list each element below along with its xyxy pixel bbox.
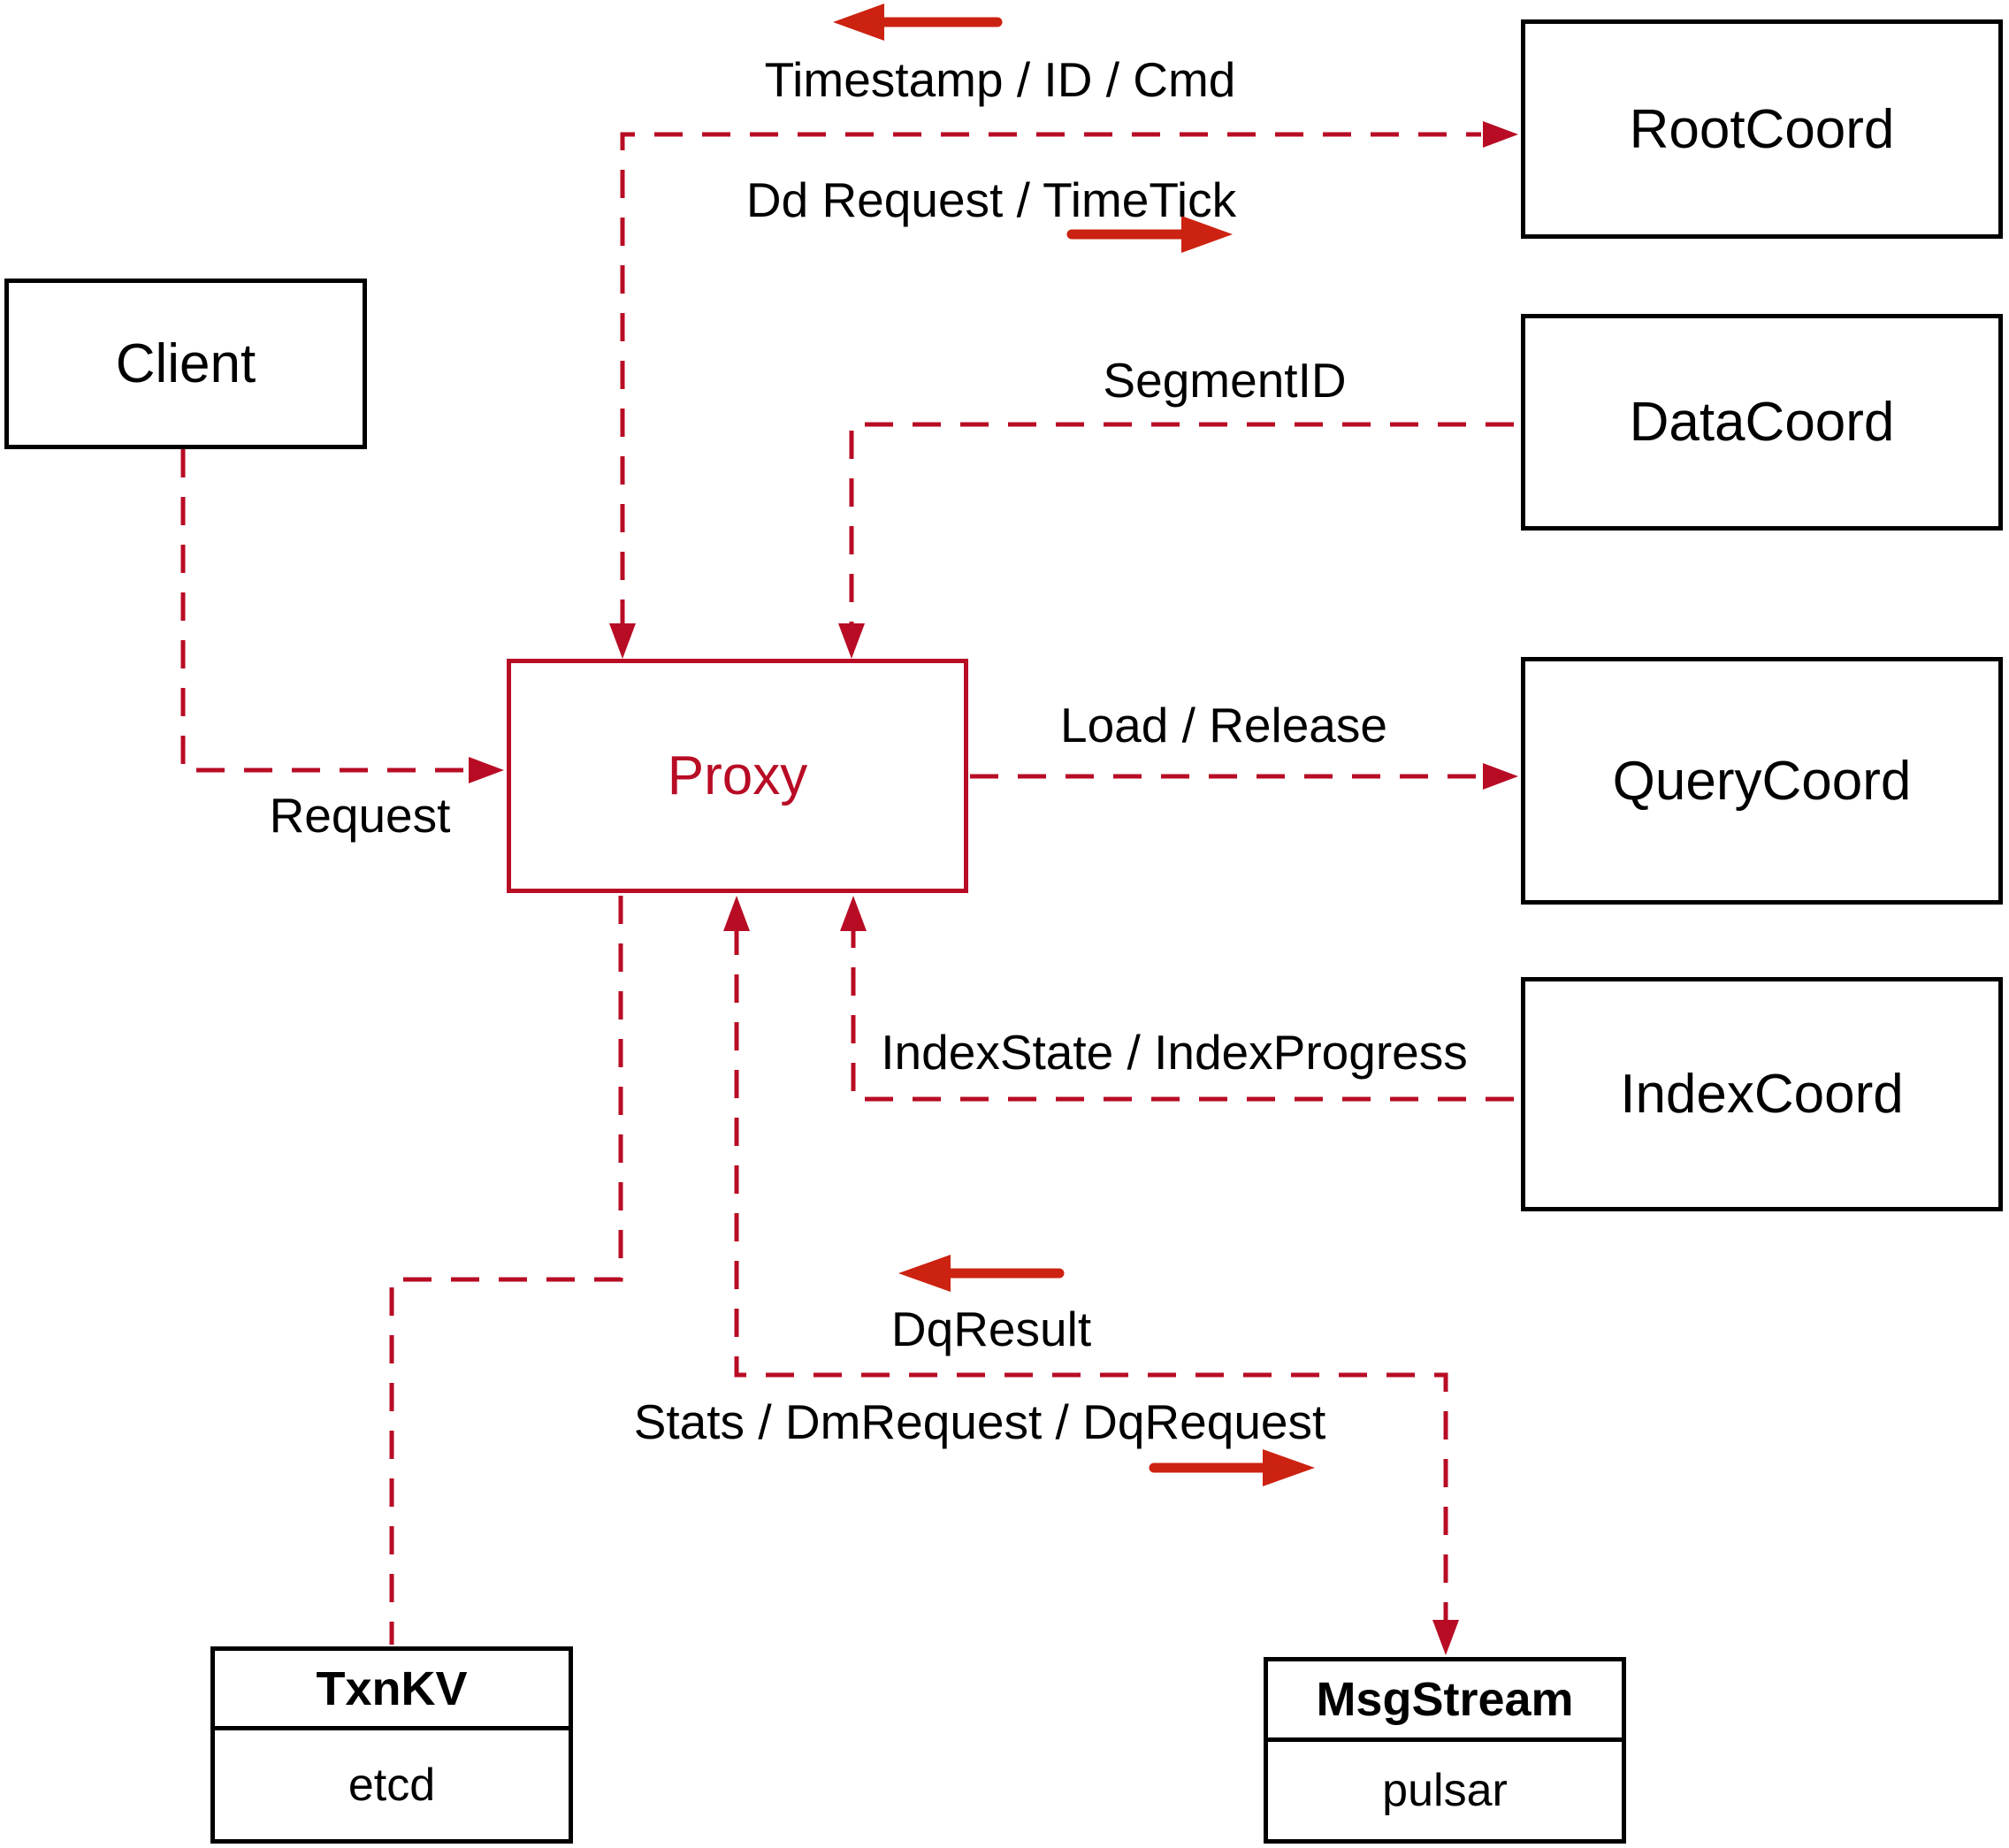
node-querycoord-label: QueryCoord — [1612, 750, 1912, 812]
arrowhead-into-proxy-top-left — [609, 623, 636, 659]
node-datacoord: DataCoord — [1521, 314, 2003, 531]
arrowhead-into-rootcoord — [1483, 121, 1518, 148]
edge-indexcoord-proxy-indexstate — [851, 927, 1514, 1102]
node-txnkv-title: TxnKV — [215, 1651, 569, 1730]
edge-client-proxy-request — [180, 449, 473, 773]
arrowhead-into-proxy-left — [469, 757, 504, 783]
node-indexcoord: IndexCoord — [1521, 977, 2003, 1211]
edge-label-dd-request-timetick: Dd Request / TimeTick — [745, 172, 1237, 227]
direction-arrow-left-timestamp — [833, 4, 1003, 41]
edge-datacoord-proxy-segmentid — [849, 422, 1514, 628]
node-txnkv-impl: etcd — [348, 1759, 436, 1811]
direction-arrow-right-ddrequest — [1066, 216, 1233, 253]
node-client-label: Client — [115, 333, 256, 394]
node-querycoord: QueryCoord — [1521, 657, 2003, 905]
arrowhead-into-proxy-top-right — [838, 623, 865, 659]
edge-label-load-release: Load / Release — [1060, 698, 1387, 752]
node-datacoord-label: DataCoord — [1629, 392, 1895, 453]
direction-arrow-left-dqresult — [898, 1255, 1065, 1292]
arrowhead-into-proxy-bottom-mid — [723, 896, 750, 931]
node-rootcoord: RootCoord — [1521, 19, 2003, 239]
edge-proxy-txnkv — [389, 896, 623, 1645]
node-client: Client — [4, 279, 367, 449]
node-msgstream: MsgStream pulsar — [1264, 1657, 1626, 1844]
node-indexcoord-label: IndexCoord — [1620, 1064, 1904, 1125]
node-proxy-label: Proxy — [667, 745, 808, 806]
node-proxy: Proxy — [507, 659, 968, 893]
direction-arrow-right-stats — [1149, 1449, 1315, 1486]
arrowhead-into-querycoord — [1483, 763, 1518, 790]
edge-label-segment-id: SegmentID — [1103, 353, 1347, 408]
edge-label-request: Request — [269, 788, 451, 843]
arrowhead-into-proxy-bottom-right — [840, 896, 867, 931]
edge-proxy-rootcoord — [620, 132, 1481, 628]
node-rootcoord-label: RootCoord — [1629, 98, 1895, 160]
node-msgstream-impl: pulsar — [1382, 1765, 1508, 1816]
node-msgstream-title: MsgStream — [1268, 1661, 1622, 1742]
node-txnkv: TxnKV etcd — [210, 1646, 573, 1844]
edge-label-stats-dm-dq: Stats / DmRequest / DqRequest — [633, 1394, 1326, 1449]
edge-label-index-state-progress: IndexState / IndexProgress — [881, 1025, 1468, 1080]
edge-label-timestamp-id-cmd: Timestamp / ID / Cmd — [764, 52, 1236, 107]
edge-label-dq-result: DqResult — [890, 1302, 1092, 1356]
arrowhead-into-msgstream — [1432, 1620, 1459, 1655]
